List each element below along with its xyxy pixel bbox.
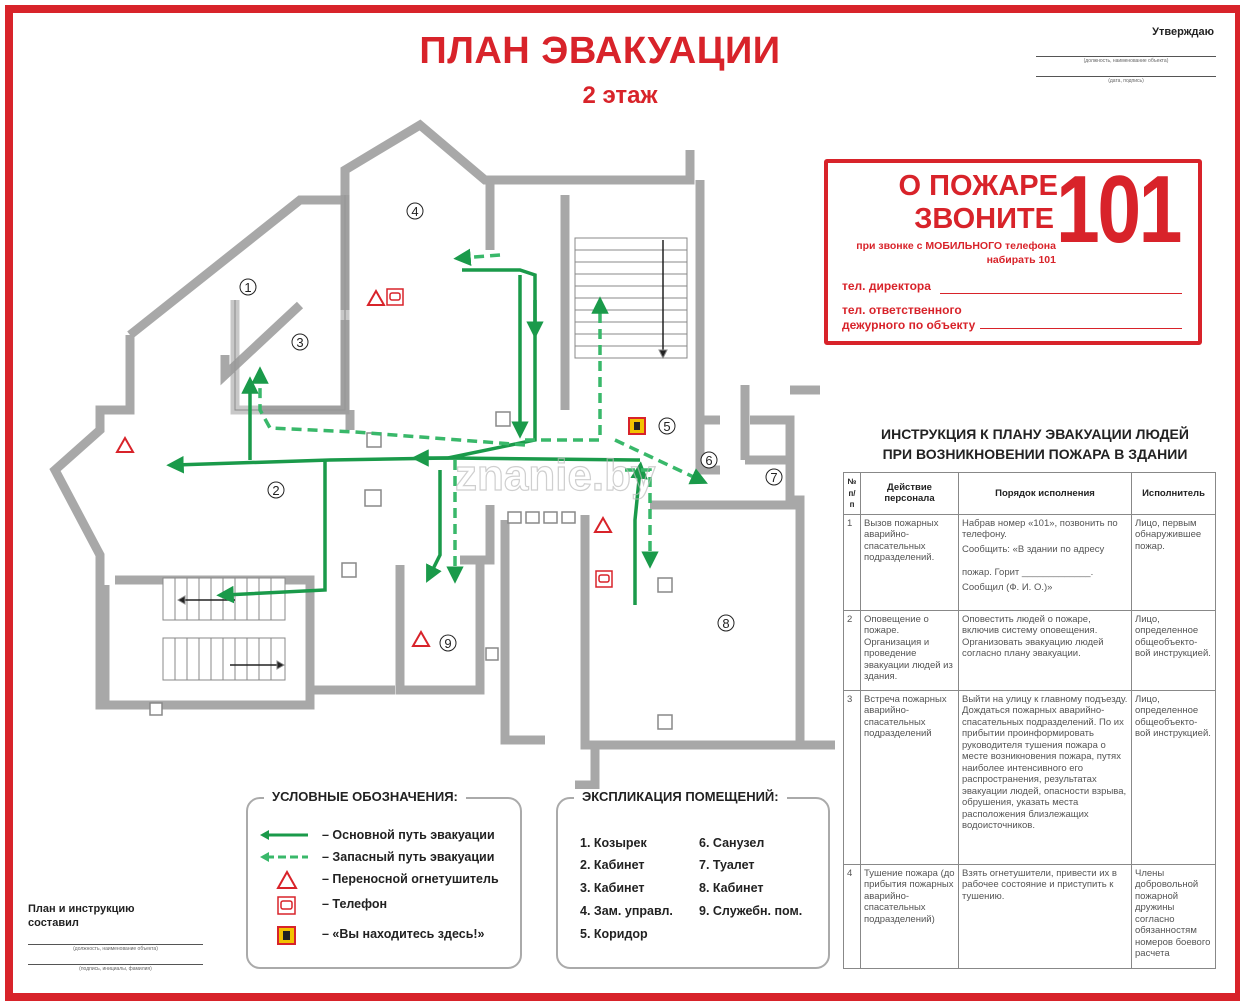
instruction-header-row: № п/п Действие персонала Порядок исполне… <box>843 472 1216 515</box>
duty-phone-line <box>980 328 1182 329</box>
header-order: Порядок исполнения <box>958 472 1132 515</box>
main-route-arrow-icon <box>260 830 308 840</box>
svg-text:4: 4 <box>411 204 418 219</box>
legend-title: УСЛОВНЫЕ ОБОЗНАЧЕНИЯ: <box>264 789 466 804</box>
fire-line-2: ЗВОНИТЕ <box>914 203 1054 235</box>
mobile-line-1: при звонке с МОБИЛЬНОГО телефона <box>856 240 1056 252</box>
room-labels: 1 2 3 4 5 6 7 8 9 <box>239 202 783 652</box>
approval-line-1 <box>1036 56 1216 57</box>
table-row: 4 Тушение пожара (до прибытия пожарных а… <box>843 863 1216 969</box>
instruction-title: ИНСТРУКЦИЯ К ПЛАНУ ЭВАКУАЦИИ ЛЮДЕЙ ПРИ В… <box>881 426 1189 462</box>
duty-phone-label-2: дежурного по объекту <box>842 318 976 332</box>
explication-box: ЭКСПЛИКАЦИЯ ПОМЕЩЕНИЙ: 1. Козырек 2. Каб… <box>556 789 830 969</box>
fire-number: 101 <box>1056 156 1182 263</box>
extinguisher-icon <box>366 288 386 306</box>
compiled-block: План и инструкцию составил <box>28 903 135 929</box>
extinguisher-icons <box>115 288 613 647</box>
floor-plan: 1 2 3 4 5 6 7 8 9 znanie.by <box>49 119 835 790</box>
duty-phone-label-1: тел. ответственного <box>842 303 962 317</box>
compiled-signature-hint: (подпись, инициалы, фамилия) <box>79 966 152 972</box>
table-row: 3 Встреча пожарных аварийно-спасательных… <box>843 689 1216 865</box>
header-action: Действие персонала <box>860 472 959 515</box>
svg-text:6: 6 <box>705 453 712 468</box>
room-8-label: 8 <box>717 614 735 632</box>
mobile-line-2: набирать 101 <box>986 254 1056 266</box>
explication-item: 5. Коридор <box>580 927 648 941</box>
extinguisher-icon <box>276 869 298 889</box>
explication-item: 8. Кабинет <box>699 881 764 895</box>
lower-stair <box>162 577 286 681</box>
extinguisher-icon <box>115 435 135 453</box>
compiled-position-hint: (должность, наименование объекта) <box>73 946 158 952</box>
legend-item-spare-route: – Запасный путь эвакуации <box>258 848 494 866</box>
svg-text:5: 5 <box>663 419 670 434</box>
page-title: ПЛАН ЭВАКУАЦИИ <box>419 30 781 72</box>
legend-item-you-are-here: – «Вы находитесь здесь!» <box>258 925 485 945</box>
explication-item: 3. Кабинет <box>580 881 645 895</box>
header-num: № п/п <box>843 472 861 515</box>
wall-outline <box>49 119 835 790</box>
fire-line-1: О ПОЖАРЕ <box>898 170 1058 202</box>
explication-title: ЭКСПЛИКАЦИЯ ПОМЕЩЕНИЙ: <box>574 789 787 804</box>
table-row: 1 Вызов пожарных аварийно-спасательных п… <box>843 513 1216 611</box>
room-6-label: 6 <box>700 451 718 469</box>
spare-route-arrow-icon <box>260 852 308 862</box>
walls <box>230 195 350 415</box>
you-are-here-icon <box>277 926 296 945</box>
room-4-label: 4 <box>406 202 424 220</box>
svg-text:7: 7 <box>770 470 777 485</box>
explication-item: 9. Служебн. пом. <box>699 904 803 918</box>
explication-item: 4. Зам. управл. <box>580 904 673 918</box>
approval-date-hint: (дата, подпись) <box>1108 78 1144 84</box>
room-9-label: 9 <box>439 634 457 652</box>
approval-label: Утверждаю <box>1152 26 1214 38</box>
table-row: 2 Оповещение о пожаре. Организация и про… <box>843 609 1216 691</box>
room-3-label: 3 <box>291 333 309 351</box>
you-are-here-icon <box>628 417 646 435</box>
director-phone-line <box>940 293 1182 294</box>
svg-text:1: 1 <box>244 280 251 295</box>
svg-text:2: 2 <box>272 483 279 498</box>
instruction-table: № п/п Действие персонала Порядок исполне… <box>843 472 1216 969</box>
explication-item: 2. Кабинет <box>580 858 645 872</box>
spare-routes <box>251 248 708 584</box>
compiled-line-1 <box>28 944 203 945</box>
room-1-label: 1 <box>239 278 257 296</box>
director-phone-label: тел. директора <box>842 279 931 293</box>
phone-icon <box>595 570 613 588</box>
phone-icons <box>386 288 613 588</box>
legend-item-main-route: – Основной путь эвакуации <box>258 826 495 844</box>
floor-label: 2 этаж <box>582 82 658 109</box>
svg-text:8: 8 <box>722 616 729 631</box>
legend-item-extinguisher: – Переносной огнетушитель <box>258 869 499 889</box>
explication-item: 7. Туалет <box>699 858 755 872</box>
room-5-label: 5 <box>658 417 676 435</box>
legend-box: УСЛОВНЫЕ ОБОЗНАЧЕНИЯ: – Основной путь эв… <box>246 789 522 969</box>
room-2-label: 2 <box>267 481 285 499</box>
room-7-label: 7 <box>765 468 783 486</box>
explication-item: 6. Санузел <box>699 836 765 850</box>
watermark: znanie.by <box>455 451 656 500</box>
main-routes <box>166 268 648 605</box>
phone-icon <box>386 288 404 306</box>
svg-text:9: 9 <box>444 636 451 651</box>
header-executor: Исполнитель <box>1131 472 1216 515</box>
approval-block: Утверждаю <box>1024 26 1214 38</box>
legend-item-phone: – Телефон <box>258 895 387 915</box>
compiled-line-2 <box>28 964 203 965</box>
fire-call-box: О ПОЖАРЕ ЗВОНИТЕ 101 при звонке с МОБИЛЬ… <box>824 156 1202 345</box>
approval-line-2 <box>1036 76 1216 77</box>
approval-position-hint: (должность, наименование объекта) <box>1083 58 1169 64</box>
upper-stair <box>574 237 688 360</box>
explication-item: 1. Козырек <box>580 836 647 850</box>
extinguisher-icon <box>411 629 431 647</box>
svg-text:3: 3 <box>296 335 303 350</box>
phone-icon <box>277 896 296 915</box>
extinguisher-icon <box>593 515 613 533</box>
